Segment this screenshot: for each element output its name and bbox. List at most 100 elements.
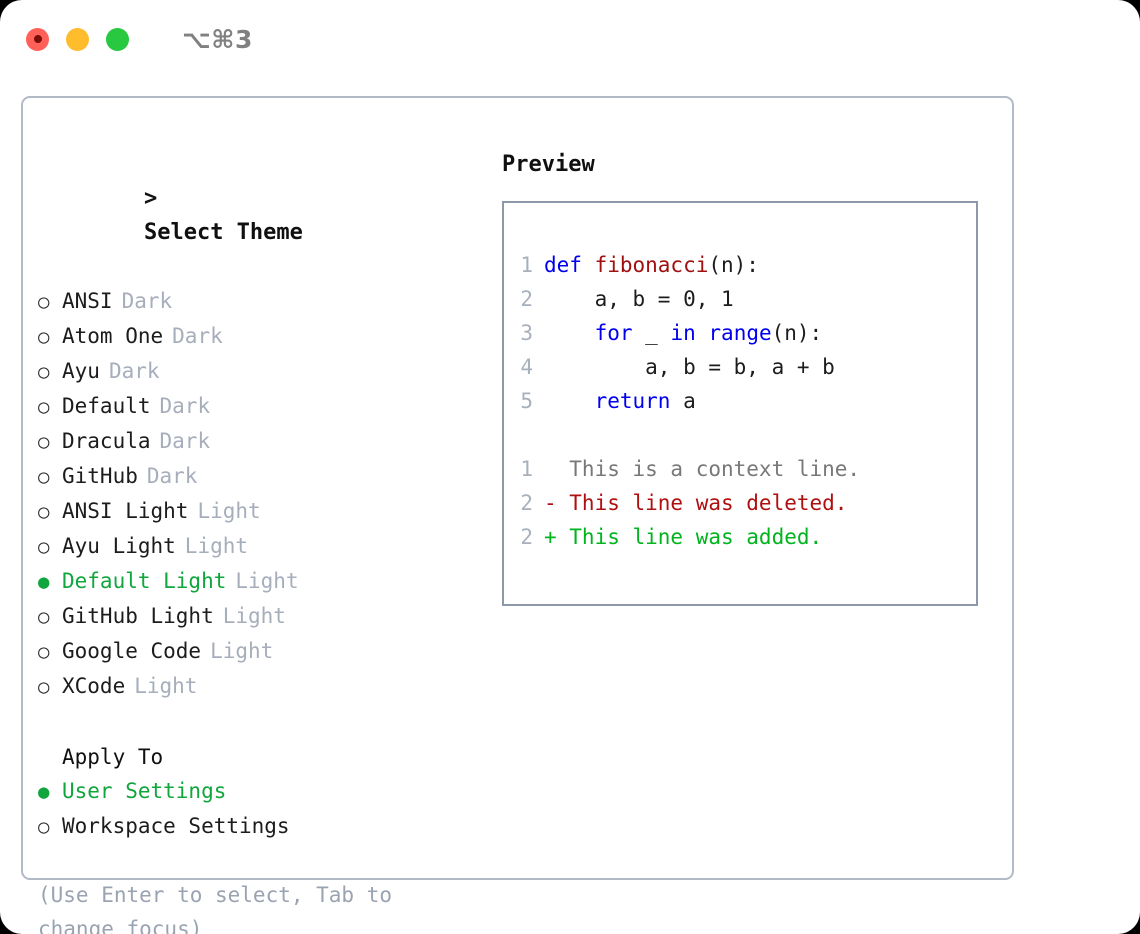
radio-unselected-icon: ○ [38, 676, 50, 698]
theme-option-atom-one[interactable]: ○ Atom One Dark [38, 319, 478, 354]
theme-option-label: ANSI [62, 289, 113, 313]
theme-option-category: Dark [121, 289, 173, 313]
theme-option-xcode[interactable]: ○ XCode Light [38, 669, 478, 704]
theme-option-ayu[interactable]: ○ Ayu Dark [38, 354, 478, 389]
code-token [696, 321, 709, 345]
theme-option-label: Default Light [62, 569, 227, 593]
apply-to-option-user-settings[interactable]: ● User Settings [38, 774, 478, 809]
radio-selected-icon: ● [38, 781, 50, 803]
theme-option-google-code[interactable]: ○ Google Code Light [38, 634, 478, 669]
radio-unselected-icon: ○ [38, 326, 50, 348]
apply-to-option-label: Workspace Settings [62, 814, 290, 838]
keyboard-hint-text: (Use Enter to select, Tab to change focu… [38, 883, 393, 934]
theme-option-category: Light [134, 674, 198, 698]
code-token: a, b = b, a + b [544, 355, 835, 379]
code-token: for [594, 321, 633, 345]
radio-unselected-icon: ○ [38, 816, 50, 838]
radio-unselected-icon: ○ [38, 361, 50, 383]
window-controls [26, 27, 129, 51]
radio-unselected-icon: ○ [38, 641, 50, 663]
theme-option-label: ANSI Light [62, 499, 189, 523]
theme-option-default-light[interactable]: ● Default Light Light [38, 564, 478, 599]
prompt-caret-icon: > [143, 186, 158, 211]
code-content: a, b = b, a + b [544, 350, 835, 384]
code-token: (n): [771, 321, 823, 345]
code-content: a, b = 0, 1 [544, 282, 734, 316]
code-line: 5 return a [504, 384, 976, 418]
code-token: a [670, 389, 696, 413]
theme-option-category: Light [235, 569, 299, 593]
radio-unselected-icon: ○ [38, 606, 50, 628]
theme-option-label: Atom One [62, 324, 164, 348]
code-token: fibonacci [594, 253, 709, 277]
radio-selected-icon: ● [38, 571, 50, 593]
zoom-button-icon[interactable] [106, 27, 129, 51]
line-number: 3 [520, 321, 533, 345]
diff-line: 1 This is a context line. [504, 452, 976, 486]
line-number: 4 [520, 355, 533, 379]
theme-option-default[interactable]: ○ Default Dark [38, 389, 478, 424]
apply-to-list: ● User Settings ○ Workspace Settings [38, 774, 478, 844]
theme-option-label: XCode [62, 674, 126, 698]
apply-to-option-label: User Settings [62, 779, 227, 803]
theme-option-label: Ayu [62, 359, 100, 383]
theme-option-category: Dark [159, 394, 211, 418]
theme-option-label: GitHub [62, 464, 138, 488]
code-content: def fibonacci(n): [544, 248, 759, 282]
apply-to-option-workspace-settings[interactable]: ○ Workspace Settings [38, 809, 478, 844]
radio-unselected-icon: ○ [38, 431, 50, 453]
theme-option-category: Light [184, 534, 249, 558]
theme-option-dracula[interactable]: ○ Dracula Dark [38, 424, 478, 459]
theme-option-label: Google Code [62, 639, 202, 663]
code-token: def [544, 253, 595, 277]
code-token: a, b = 0, 1 [544, 287, 734, 311]
code-content: return a [544, 384, 696, 418]
keyboard-shortcut-label: ⌥⌘3 [182, 24, 253, 54]
section-spacer [38, 704, 478, 740]
theme-option-ansi-light[interactable]: ○ ANSI Light Light [38, 494, 478, 529]
line-number: 1 [520, 457, 533, 481]
close-button-icon[interactable] [26, 27, 49, 51]
diff-content: - This line was deleted. [544, 491, 848, 515]
minimize-button-icon[interactable] [66, 27, 89, 51]
theme-option-category: Dark [108, 359, 160, 383]
theme-option-ayu-light[interactable]: ○ Ayu Light Light [38, 529, 478, 564]
diff-line: 2- This line was deleted. [504, 486, 976, 520]
code-content: for _ in range(n): [544, 316, 823, 350]
code-token: _ [632, 321, 671, 345]
line-number: 1 [520, 253, 533, 277]
theme-option-category: Dark [159, 429, 211, 453]
theme-option-category: Light [197, 499, 261, 523]
code-diff-spacer [504, 418, 976, 452]
diff-content: This is a context line. [544, 457, 861, 481]
line-number: 2 [520, 525, 533, 549]
code-token: in [670, 321, 696, 345]
code-token: range [708, 321, 772, 345]
diff-line: 2 + This line was added. [504, 520, 976, 554]
theme-option-label: Ayu Light [62, 534, 176, 558]
theme-option-label: Dracula [62, 429, 151, 453]
radio-unselected-icon: ○ [38, 466, 50, 488]
radio-unselected-icon: ○ [38, 536, 50, 558]
theme-option-category: Light [210, 639, 274, 663]
diff-content: + This line was added. [544, 525, 823, 549]
line-number: 2 [520, 287, 533, 311]
code-token [544, 389, 595, 413]
theme-option-label: Default [62, 394, 151, 418]
code-token [544, 321, 595, 345]
radio-unselected-icon: ○ [38, 396, 50, 418]
theme-option-label: GitHub Light [62, 604, 214, 628]
code-token: return [594, 389, 671, 413]
preview-title: Preview [502, 152, 595, 177]
code-line: 3 for _ in range(n): [504, 316, 976, 350]
radio-unselected-icon: ○ [38, 501, 50, 523]
theme-option-category: Dark [172, 324, 223, 348]
window-titlebar: ⌥⌘3 [0, 0, 1140, 78]
code-line: 2 a, b = 0, 1 [504, 282, 976, 316]
